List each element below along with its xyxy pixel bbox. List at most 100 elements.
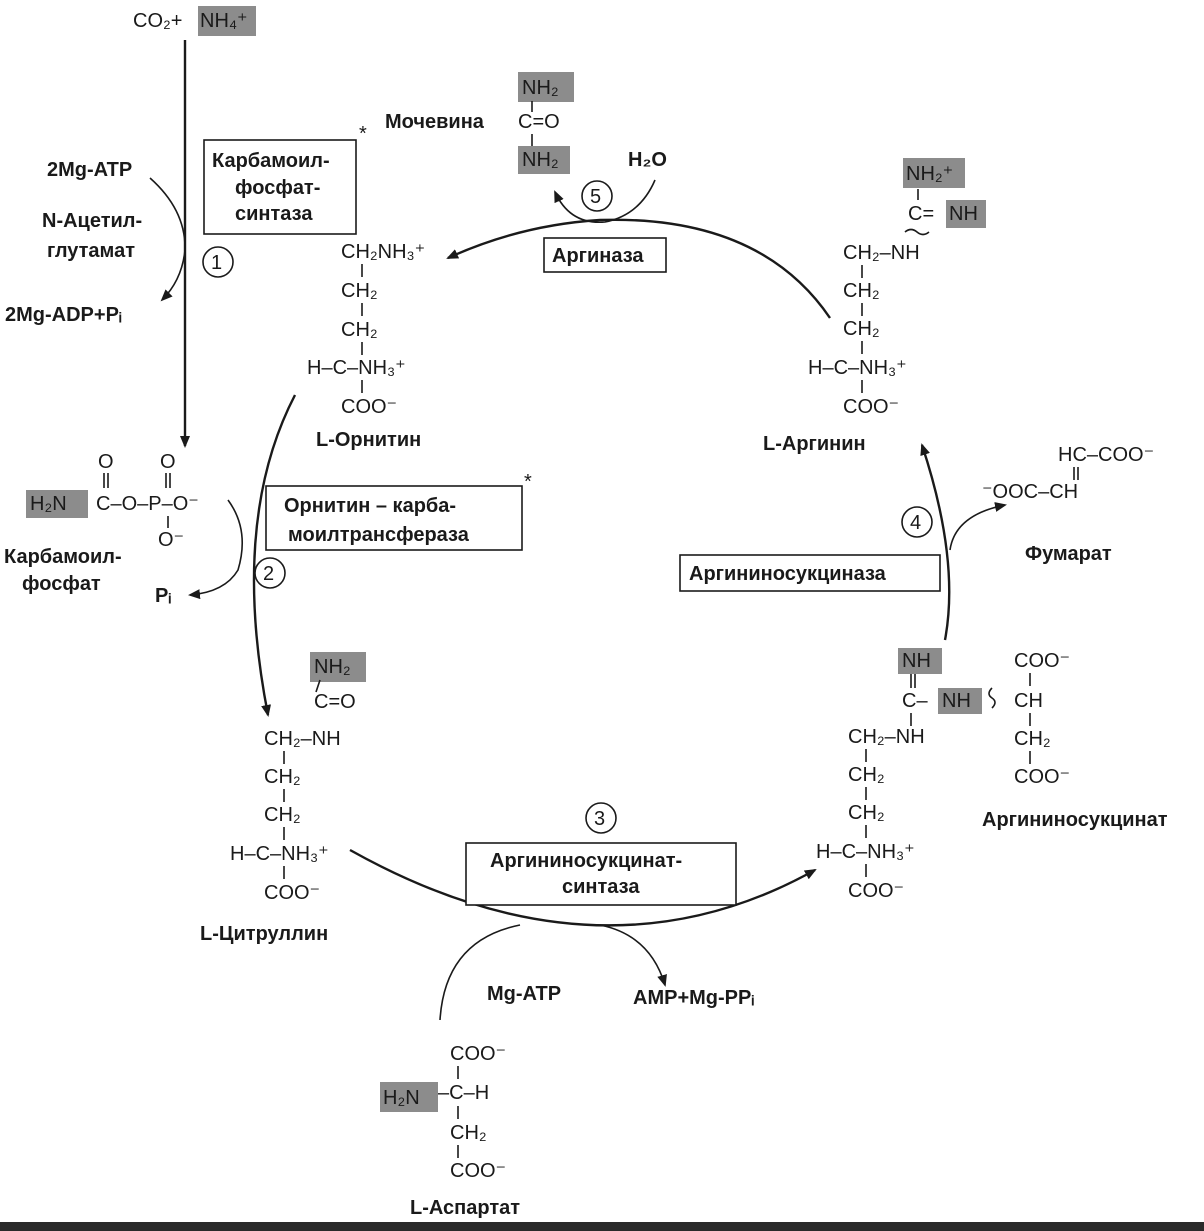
arrow-argininosuccinate-to-arginine [920, 443, 951, 641]
enzyme-box-carbamoyl-phosphate-synthase: Карбамоил- фосфат- синтаза * [203, 123, 367, 235]
as-name: Аргининосукцинат [982, 809, 1168, 831]
cps-line3: синтаза [235, 203, 313, 225]
step4-labels: 4 [901, 506, 933, 538]
step3-number: 3 [594, 808, 605, 830]
arginine-nh2: NH₂⁺ [906, 163, 953, 185]
arginine-nh2-highlight [903, 158, 965, 188]
citrulline-coo: COO⁻ [264, 882, 320, 904]
cps-line1: Карбамоил- [212, 150, 330, 172]
citrulline-hc: H–C–NH₃⁺ [230, 843, 329, 865]
citrulline-ch2b: CH₂ [264, 804, 301, 826]
arginine-hc: H–C–NH₃⁺ [808, 357, 907, 379]
as-ch2-right: CH₂ [1014, 728, 1051, 750]
citrulline-nh2-highlight [310, 652, 366, 682]
cps-line2: фосфат- [235, 177, 320, 199]
urea-nh2-bottom: NH₂ [522, 149, 559, 171]
arrow-aspartate-in [439, 924, 521, 1021]
aspartate-coo-bottom: COO⁻ [450, 1160, 506, 1182]
step1-activator-line2: глутамат [47, 240, 135, 262]
cp-o-top1: O [98, 451, 114, 473]
aspartate-name: L-Аспартат [410, 1197, 520, 1219]
ornithine-hc: H–C–NH₃⁺ [307, 357, 406, 379]
as-ch2b: CH₂ [848, 802, 885, 824]
step1-number-circle [202, 246, 234, 278]
as-ch2nh: CH₂–NH [848, 726, 925, 748]
step1-adp: 2Mg-ADP+Pᵢ [5, 304, 122, 326]
step3-atp: Mg-ATP [487, 983, 561, 1005]
fumarate-line2: ⁻OOC–CH [982, 481, 1078, 503]
as-nh-top: NH [902, 650, 931, 672]
step1-activator-line1: N-Ацетил- [42, 210, 142, 232]
arrow-pi-release [188, 499, 244, 600]
as-nh-middle-highlight [938, 688, 982, 714]
ass-line1: Аргининосукцинат- [490, 850, 682, 872]
step2-pi: Pᵢ [155, 585, 171, 607]
arginine-ch2nh: CH₂–NH [843, 242, 920, 264]
aspartate-h2n: H₂N [383, 1087, 420, 1109]
otc-line1: Орнитин – карба- [284, 495, 456, 517]
arrow-amp-out [599, 924, 667, 987]
otc-line2: моилтрансфераза [288, 524, 470, 546]
arginine-structure: NH₂⁺ C= NH CH₂–NH CH₂ CH₂ H–C–NH₃⁺ COO⁻ … [763, 158, 986, 455]
step3-labels: 3 Mg-ATP AMP+Mg-PPᵢ [487, 802, 754, 1009]
cp-name-line1: Карбамоил- [4, 546, 122, 568]
step5-labels: H₂O 5 [581, 149, 667, 212]
cp-o-top2: O [160, 451, 176, 473]
step2-number: 2 [263, 563, 274, 585]
cp-h2n-highlight [26, 490, 88, 518]
ass-line2: синтаза [562, 876, 640, 898]
citrulline-nh2: NH₂ [314, 656, 351, 678]
arginine-ch2a: CH₂ [843, 280, 880, 302]
urea-nh2-top: NH₂ [522, 77, 559, 99]
as-hc: H–C–NH₃⁺ [816, 841, 915, 863]
step1-labels: 2Mg-ATP N-Ацетил- глутамат 2Mg-ADP+Pᵢ 1 [5, 159, 234, 326]
arrow-atp-adp-step1 [149, 177, 186, 302]
enzyme-box-ornithine-carbamoyltransferase: Орнитин – карба- моилтрансфераза * [265, 471, 532, 551]
step5-number-circle [581, 180, 613, 212]
arrow-citrulline-to-argininosuccinate [349, 848, 817, 927]
cp-h2n: H₂N [30, 493, 67, 515]
as-cleavage-mark [988, 687, 996, 709]
citrulline-ch2a: CH₂ [264, 766, 301, 788]
urea-co: C=O [518, 111, 560, 133]
step5-number: 5 [590, 186, 601, 208]
aspartate-coo-top: COO⁻ [450, 1043, 506, 1065]
as-nh-highlight [898, 648, 942, 674]
bottom-border [0, 1222, 1204, 1231]
arrow-fumarate-out [949, 502, 1007, 551]
aspartate-ch2: CH₂ [450, 1122, 487, 1144]
ornithine-name: L-Орнитин [316, 429, 421, 451]
arginase-label: Аргиназа [552, 245, 644, 267]
argininosuccinate-structure: NH C– NH COO⁻ CH CH₂ COO⁻ CH₂–NH CH₂ CH₂… [816, 648, 1168, 902]
as-ch: CH [1014, 690, 1043, 712]
ornithine-structure: CH₂NH₃⁺ CH₂ CH₂ H–C–NH₃⁺ COO⁻ L-Орнитин [307, 241, 425, 451]
as-coo: COO⁻ [848, 880, 904, 902]
arginine-coo: COO⁻ [843, 396, 899, 418]
arrow-ornithine-to-citrulline [252, 394, 297, 717]
fumarate-line1: HC–COO⁻ [1058, 444, 1154, 466]
cp-name-line2: фосфат [22, 573, 101, 595]
arginine-c: C= [908, 203, 934, 225]
fumarate-name: Фумарат [1025, 543, 1112, 565]
aspartate-structure: COO⁻ H₂N –C–H CH₂ COO⁻ L-Аспартат [380, 1043, 520, 1219]
ornithine-ch2nh3: CH₂NH₃⁺ [341, 241, 425, 263]
arginine-ch2b: CH₂ [843, 318, 880, 340]
cps-asterisk: * [359, 123, 367, 145]
step5-water: H₂O [628, 149, 667, 171]
urea-name: Мочевина [385, 111, 485, 133]
step2-number-circle [254, 557, 286, 589]
step3-amp: AMP+Mg-PPᵢ [633, 987, 754, 1009]
urea-nh2-top-highlight [518, 72, 574, 102]
citrulline-name: L-Цитруллин [200, 923, 328, 945]
step4-number-circle [901, 506, 933, 538]
carbamoyl-phosphate-structure: O O H₂N C–O–P–O⁻ O⁻ Карбамоил- фосфат [4, 451, 199, 595]
step3-number-circle [585, 802, 617, 834]
citrulline-structure: NH₂ C=O CH₂–NH CH₂ CH₂ H–C–NH₃⁺ COO⁻ L-Ц… [200, 652, 366, 945]
citrulline-ch2nh: CH₂–NH [264, 728, 341, 750]
as-ch2a: CH₂ [848, 764, 885, 786]
arrow-arginine-to-ornithine [446, 218, 831, 319]
enzyme-box-argininosuccinase: Аргининосукциназа [679, 554, 941, 592]
arginine-name: L-Аргинин [763, 433, 866, 455]
nh4-highlight [198, 6, 256, 36]
